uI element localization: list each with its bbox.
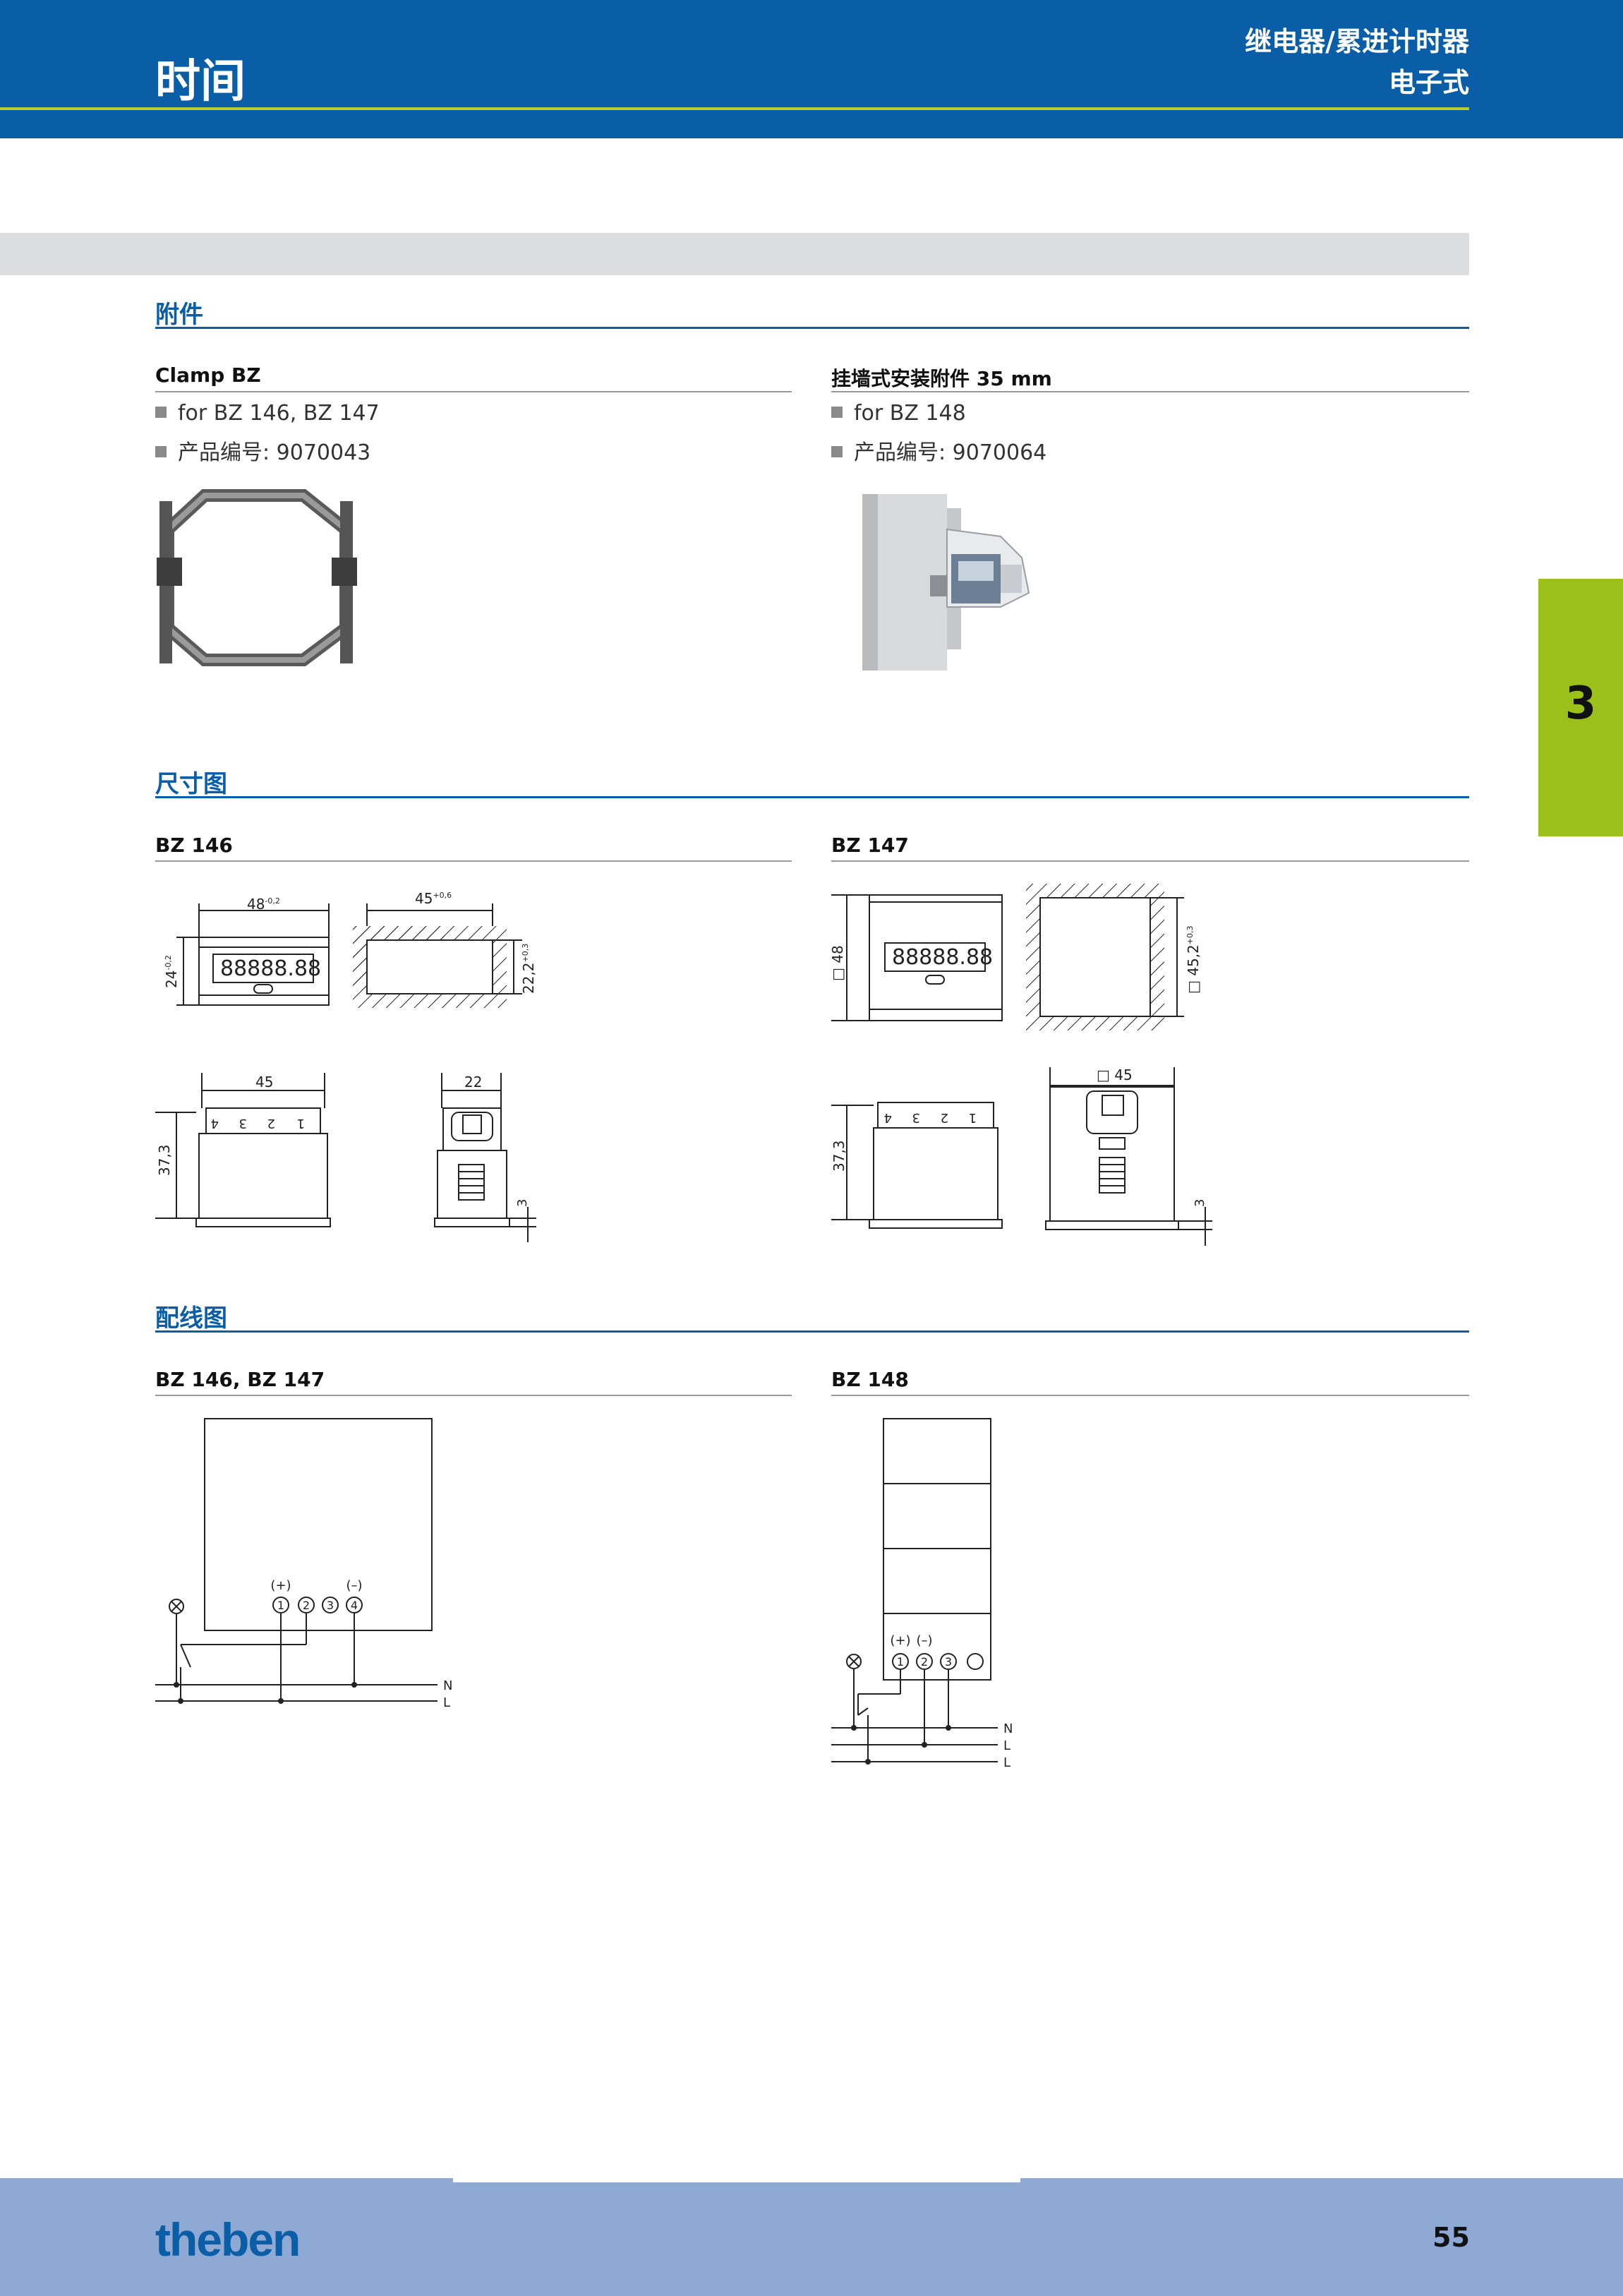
- wall-mount-bullet-1: for BZ 148: [831, 401, 966, 426]
- page-number: 55: [1432, 2222, 1470, 2253]
- bz147-cutout-label: □ 45,2+0,3: [1185, 925, 1202, 994]
- dimensions-heading: 尺寸图: [155, 770, 227, 798]
- wiring-left-l-label: L: [443, 1695, 450, 1710]
- clamp-bz-image: [157, 489, 357, 666]
- svg-text:1: 1: [297, 1116, 305, 1131]
- clamp-bz-bullet-1: for BZ 146, BZ 147: [155, 401, 380, 426]
- header-divider: [0, 107, 1469, 110]
- wiring-left-rule: [155, 1395, 792, 1396]
- category-line-2: 电子式: [1388, 67, 1469, 98]
- bz146-display-digits: 88888.88: [220, 956, 321, 981]
- bz147-display-digits: 88888.88: [892, 945, 993, 970]
- footer-notch: [453, 2178, 1020, 2182]
- accessories-rule: [155, 327, 1469, 329]
- svg-text:3: 3: [945, 1655, 952, 1669]
- chapter-number: 3: [1564, 678, 1597, 730]
- wiring-right-rule: [831, 1395, 1469, 1396]
- bz147-dim-rule: [831, 860, 1469, 862]
- bullet-square-icon: [831, 406, 843, 418]
- bz146-cutout-height-label: 22,2+0,3: [520, 944, 537, 994]
- svg-text:1: 1: [897, 1655, 904, 1669]
- wall-mount-title: 挂墙式安装附件 35 mm: [831, 367, 1052, 390]
- wiring-left-minus-label: (–): [346, 1578, 362, 1593]
- svg-text:4: 4: [211, 1116, 219, 1131]
- wiring-right-minus-label: (–): [916, 1633, 932, 1648]
- svg-text:2: 2: [303, 1599, 310, 1612]
- bz146-cutout-width-label: 45+0,6: [415, 890, 452, 907]
- bz146-height-label: 24-0,2: [163, 955, 180, 988]
- grey-band: [0, 233, 1469, 275]
- svg-text:3: 3: [327, 1599, 334, 1612]
- svg-text:1: 1: [277, 1599, 284, 1612]
- wiring-left-n-label: N: [443, 1678, 452, 1693]
- bz147-side-height-label: 37,3: [831, 1140, 847, 1172]
- bz146-side-height-label: 37,3: [156, 1144, 173, 1176]
- bz146-side-width-label: 45: [255, 1074, 273, 1090]
- bz146-width-label: 48-0,2: [247, 896, 280, 913]
- wiring-rule: [155, 1330, 1469, 1333]
- bz146-dimension-drawing: 48-0,2 45+0,6 24-0,2 22,2+0,3 88888.88 4…: [155, 890, 537, 1242]
- bz147-back-width-label: □ 45: [1097, 1066, 1133, 1083]
- bz147-back-depth-label: 3: [1193, 1199, 1207, 1207]
- svg-text:2: 2: [921, 1655, 928, 1669]
- wiring-right-n-label: N: [1003, 1721, 1013, 1736]
- wiring-right-plus-label: (+): [890, 1633, 910, 1648]
- svg-text:1: 1: [969, 1110, 977, 1125]
- wall-mount-rule: [831, 391, 1469, 392]
- wiring-right-l2-label: L: [1003, 1755, 1010, 1770]
- svg-text:4: 4: [351, 1599, 358, 1612]
- bullet-square-icon: [831, 445, 843, 457]
- svg-text:4: 4: [884, 1110, 892, 1125]
- bz147-dimension-drawing: 88888.88 □ 48 □ 45,2+0,3 37,3 4 3 2 1 □ …: [831, 884, 1212, 1246]
- bz147-dim-title: BZ 147: [831, 834, 909, 857]
- category-line-1: 继电器/累进计时器: [1245, 26, 1469, 57]
- wiring-diagram-bz146-bz147: 1 2 3 4 (+) (–) N L: [155, 1418, 452, 1710]
- svg-text:2: 2: [267, 1116, 275, 1131]
- svg-text:3: 3: [912, 1110, 920, 1125]
- svg-text:2: 2: [941, 1110, 948, 1125]
- wall-mount-bullet-2: 产品编号: 9070064: [831, 435, 1046, 466]
- chapter-tab: 3: [1538, 579, 1623, 836]
- bz146-dim-rule: [155, 860, 792, 862]
- clamp-bz-bullet-2: 产品编号: 9070043: [155, 435, 370, 466]
- dimensions-rule: [155, 796, 1469, 798]
- bullet-square-icon: [155, 406, 167, 418]
- clamp-bz-title: Clamp BZ: [155, 363, 261, 387]
- bullet-square-icon: [155, 445, 167, 457]
- bz146-back-width-label: 22: [464, 1074, 482, 1090]
- wiring-left-plus-label: (+): [270, 1578, 291, 1593]
- accessories-heading: 附件: [155, 301, 203, 329]
- wall-mount-image: [862, 494, 1030, 671]
- wiring-right-l1-label: L: [1003, 1738, 1010, 1753]
- bz146-back-depth-label: 3: [515, 1199, 530, 1207]
- page-header: [0, 0, 1623, 138]
- bz146-dim-title: BZ 146: [155, 834, 233, 857]
- clamp-bz-rule: [155, 391, 792, 392]
- wiring-heading: 配线图: [155, 1304, 227, 1333]
- wiring-right-title: BZ 148: [831, 1368, 909, 1391]
- theben-logo: theben: [155, 2213, 301, 2266]
- section-title: 时间: [155, 56, 246, 108]
- wiring-left-title: BZ 146, BZ 147: [155, 1368, 325, 1391]
- svg-text:3: 3: [239, 1116, 247, 1131]
- wiring-diagram-bz148: 1 2 3 (+) (–) N L L: [831, 1418, 1013, 1770]
- page-footer: [0, 2178, 1623, 2296]
- bz147-height-label: □ 48: [831, 945, 846, 981]
- category-title: 继电器/累进计时器 电子式: [1245, 21, 1469, 103]
